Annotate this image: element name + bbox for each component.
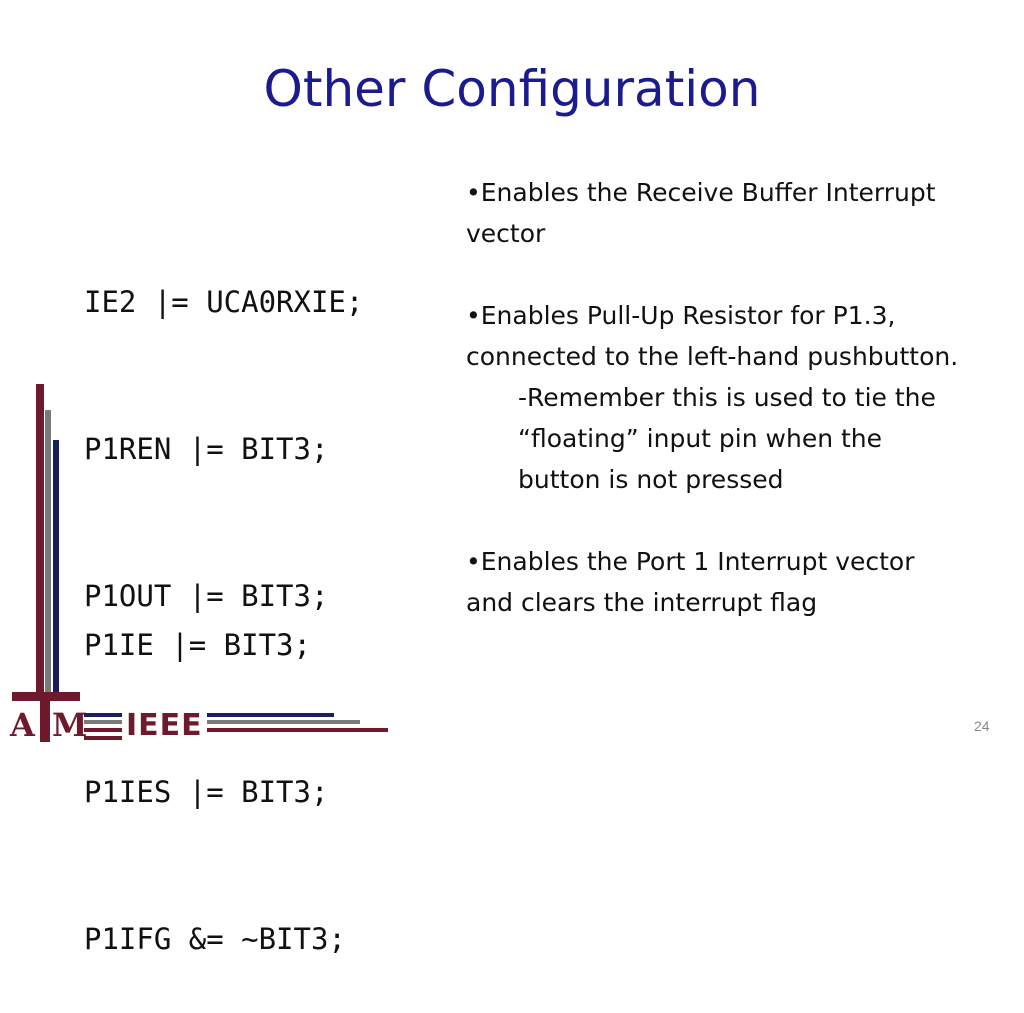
logo-stripe — [84, 713, 334, 717]
note-bullet: •Enables the Port 1 Interrupt vector and… — [466, 547, 915, 617]
code-line: P1IES |= BIT3; — [84, 775, 329, 809]
note-bullet: •Enables Pull-Up Resistor for P1.3, conn… — [466, 301, 959, 371]
code-line: P1REN |= BIT3; — [84, 432, 329, 466]
note-bullet: •Enables the Receive Buffer Interrupt ve… — [466, 178, 936, 248]
logo-stripe — [84, 728, 388, 732]
decor-bar-navy — [53, 440, 59, 692]
logo-ieee: IEEE — [122, 708, 207, 743]
logo-letter-m: M — [52, 706, 88, 744]
slide-title: Other Configuration — [263, 60, 761, 118]
code-line: P1IE |= BIT3; — [84, 628, 311, 662]
logo-letter-a: A — [10, 706, 35, 744]
logo-stripe — [84, 720, 360, 724]
code-block: IE2 |= UCA0RXIE; — [84, 180, 363, 376]
code-block: P1IE |= BIT3; P1IES |= BIT3; P1IFG &= ~B… — [84, 523, 346, 1013]
code-line: IE2 |= UCA0RXIE; — [84, 285, 364, 319]
code-block: P1REN |= BIT3; P1OUT |= BIT3; — [84, 327, 328, 670]
note-sub-bullet: -Remember this is used to tie the “float… — [518, 383, 936, 494]
decor-bar-maroon — [36, 384, 44, 692]
decor-bar-gray — [45, 410, 51, 692]
page-number: 24 — [974, 718, 990, 734]
code-line: P1OUT |= BIT3; — [84, 579, 329, 613]
code-line: P1IFG &= ~BIT3; — [84, 922, 346, 956]
notes-column: •Enables the Receive Buffer Interrupt ve… — [466, 172, 966, 623]
logo-t-stem — [40, 692, 50, 742]
